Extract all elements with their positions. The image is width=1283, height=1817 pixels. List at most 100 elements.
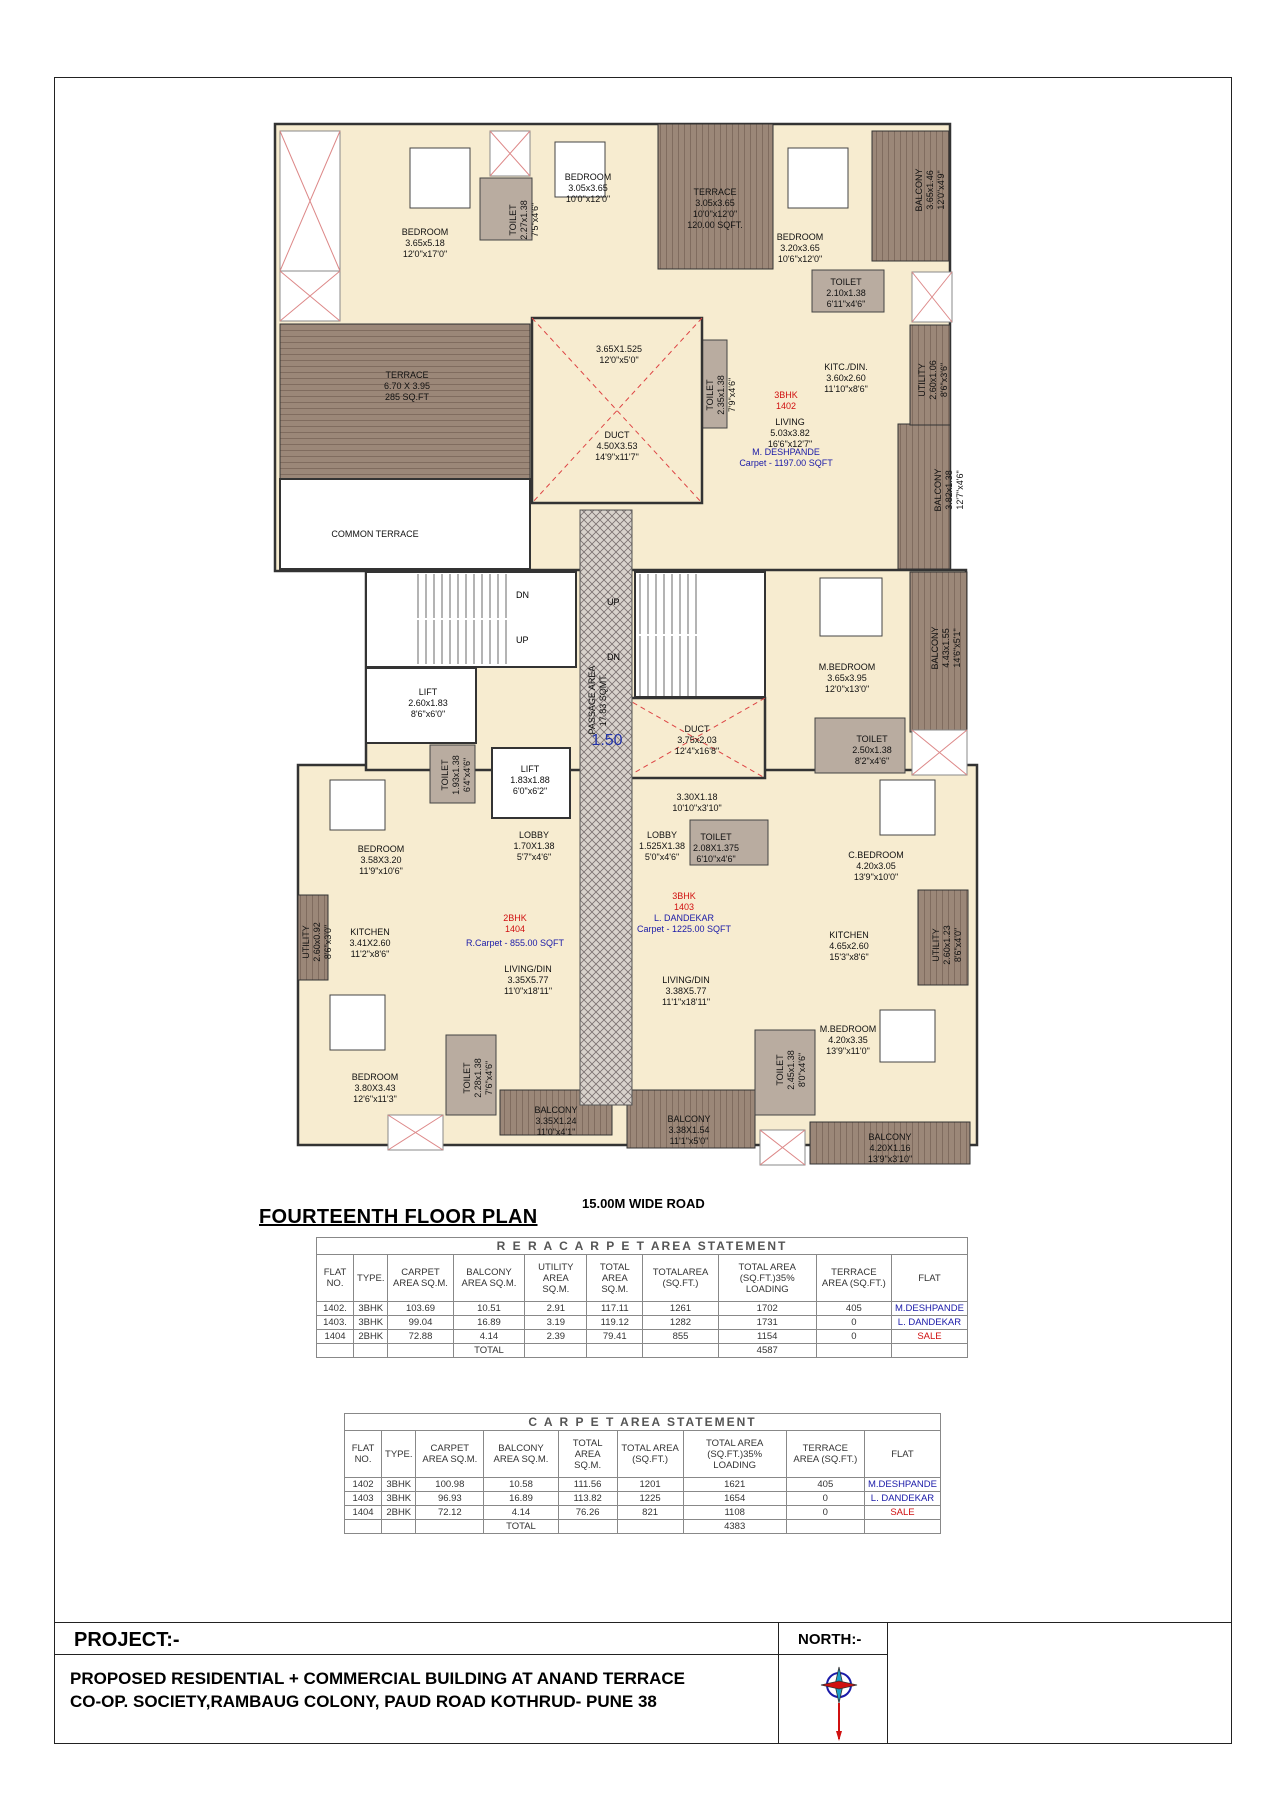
table-cell: 1654	[682, 1491, 787, 1506]
room-dimension: 8'0"x4'6"	[797, 1053, 807, 1087]
table-cell: 4.14	[452, 1329, 526, 1344]
room-name: TOILET	[700, 832, 732, 842]
column-header: TYPE.	[353, 1254, 389, 1302]
room-dimension: 3.80X3.43	[354, 1083, 395, 1093]
room-dimension: 14'9"x11'7"	[595, 452, 639, 462]
table-cell: 2BHK	[381, 1505, 417, 1520]
room-dimension: 1.525X1.38	[639, 841, 685, 851]
flat-1403-carpet: Carpet - 1225.00 SQFT	[637, 924, 732, 934]
flat-1404-type: 2BHK	[503, 913, 527, 923]
room-dimension: 4.20X1.16	[869, 1143, 910, 1153]
room-dimension: 4.20x3.35	[828, 1035, 868, 1045]
balcony-top-right	[871, 130, 950, 262]
table-cell	[890, 1343, 969, 1358]
stair-dn-label: DN	[516, 590, 529, 600]
room-dimension: 5'7"x4'6"	[517, 852, 551, 862]
project-line-2: CO-OP. SOCIETY,RAMBAUG COLONY, PAUD ROAD…	[70, 1692, 657, 1711]
column-header: TOTAL AREA (SQ.FT.)35% LOADING	[682, 1430, 787, 1478]
flat-1404-carpet: R.Carpet - 855.00 SQFT	[466, 938, 565, 948]
room-dimension: 4.43x1.55	[941, 628, 951, 668]
title-block: PROJECT:- PROPOSED RESIDENTIAL + COMMERC…	[54, 1622, 1232, 1744]
table-cell: 855	[642, 1329, 719, 1344]
column-header: FLAT	[890, 1254, 969, 1302]
room-dimension: 12'0"x5'0"	[599, 355, 638, 365]
column-header: TERRACE AREA (SQ.FT.)	[815, 1254, 892, 1302]
room-name: BALCONY	[933, 468, 943, 511]
bed-icon	[819, 577, 883, 637]
flat-1403-type: 3BHK	[672, 891, 696, 901]
north-arrow-icon	[820, 1666, 858, 1741]
table-cell: 10.58	[483, 1477, 559, 1492]
table-cell: 79.41	[586, 1329, 644, 1344]
table-cell	[642, 1343, 719, 1358]
bed-icon	[329, 994, 386, 1051]
table-cell: 1201	[616, 1477, 684, 1492]
room-dimension: 3.20x3.65	[780, 243, 820, 253]
table-cell: 16.89	[452, 1315, 526, 1330]
room-dimension: 11'2"x8'6"	[351, 949, 390, 959]
room-dimension: 2.60x1.06	[928, 360, 938, 400]
table-cell: 96.93	[415, 1491, 485, 1506]
room-name: TOILET	[830, 277, 862, 287]
room-dimension: 6'4"x4'6"	[462, 758, 472, 792]
flat-1402-type: 3BHK	[774, 390, 798, 400]
bed-icon	[879, 779, 936, 836]
table-cell: 0	[785, 1505, 865, 1520]
room-dimension: 5.03x3.82	[770, 428, 810, 438]
room-name: BEDROOM	[777, 232, 824, 242]
table-cell: M.DESHPANDE	[863, 1477, 942, 1492]
table-cell: 1154	[717, 1329, 817, 1344]
table-cell: 1404	[315, 1329, 355, 1344]
table-cell	[815, 1343, 892, 1358]
room-dimension: 2.60x1.23	[942, 925, 952, 965]
room-name: DUCT	[685, 724, 710, 734]
room-dimension: 3.35X5.77	[507, 975, 548, 985]
stair-dn-label-right: DN	[607, 652, 620, 662]
room-dimension: 8'6"x4'0"	[953, 928, 963, 962]
north-label: NORTH:-	[798, 1631, 862, 1648]
room-dimension: 10'0"x12'0"	[566, 194, 610, 204]
total-label: TOTAL	[452, 1343, 526, 1358]
rera-area-table: R E R A C A R P E T AREA STATEMENT FLAT …	[315, 1237, 969, 1358]
table-cell: 0	[785, 1491, 865, 1506]
balcony-bottom-mid	[626, 1089, 756, 1149]
room-name: 3.65X1.525	[596, 344, 642, 354]
room-name: TOILET	[462, 1062, 472, 1094]
room-dimension: 12'0"x13'0"	[825, 684, 869, 694]
passage-area	[579, 509, 633, 1106]
rera-table-title: R E R A C A R P E T AREA STATEMENT	[316, 1237, 968, 1255]
room-dimension: 3.38X1.54	[668, 1125, 709, 1135]
flat-1403-no: 1403	[674, 902, 694, 912]
room-dimension: 11'9"x10'6"	[359, 866, 403, 876]
room-dimension: 15'3"x8'6"	[829, 952, 868, 962]
room-dimension: 1.83x1.88	[510, 775, 550, 785]
room-dimension: 12'7"x4'6"	[955, 470, 965, 509]
room-dimension: 4.65x2.60	[829, 941, 869, 951]
room-name: DUCT	[605, 430, 630, 440]
room-dimension: 3.65x3.95	[827, 673, 867, 683]
room-dimension: 2.45x1.38	[786, 1050, 796, 1090]
table-cell: 72.12	[415, 1505, 485, 1520]
room-dimension: 13'9"x3'10"	[868, 1154, 912, 1164]
bed-icon	[554, 141, 606, 198]
table-cell	[343, 1519, 383, 1534]
table-cell: 2.91	[524, 1301, 588, 1316]
room-dimension: 11'1"x18'11"	[662, 997, 710, 1007]
table-cell: 1621	[682, 1477, 787, 1492]
project-line-1: PROPOSED RESIDENTIAL + COMMERCIAL BUILDI…	[70, 1669, 686, 1688]
